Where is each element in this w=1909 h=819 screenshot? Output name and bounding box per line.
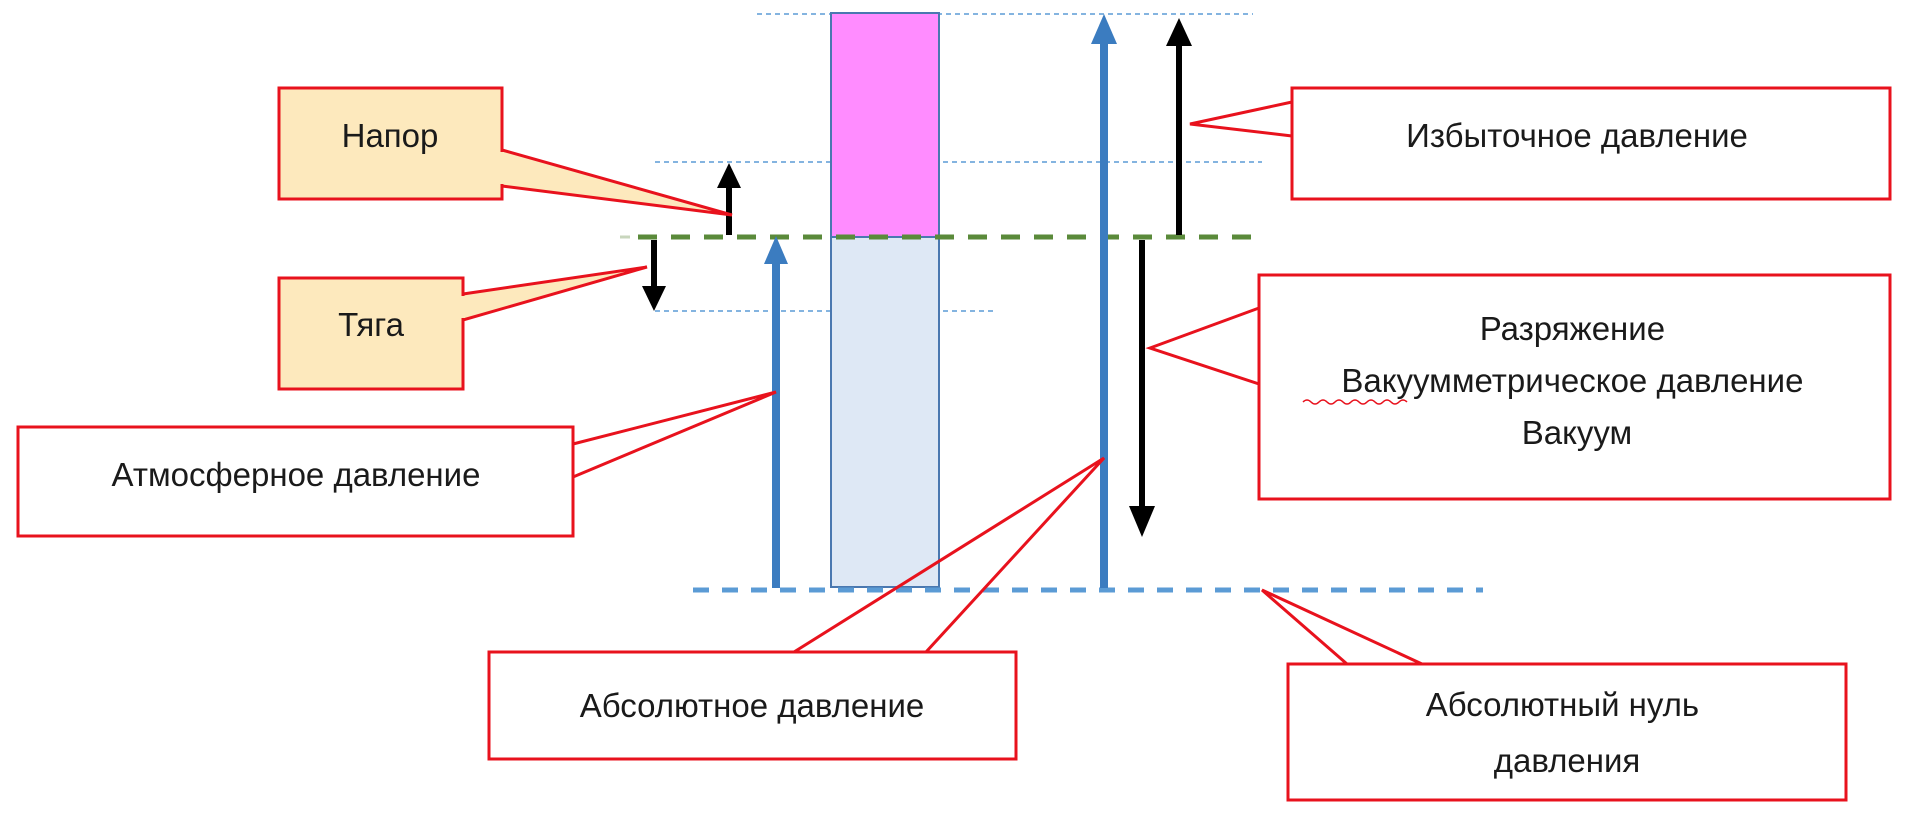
callout-absolute-zero-box xyxy=(1286,662,1848,802)
atmosphere-column xyxy=(830,236,940,588)
overpressure-column xyxy=(830,12,940,238)
callout-absolute-zero-line-1: Абсолютный нуль xyxy=(1426,686,1699,723)
callout-atmospheric-line: Атмосферное давление xyxy=(112,456,481,493)
callout-tyaga: Тяга xyxy=(277,265,648,391)
callout-vacuum-line-1: Разряжение xyxy=(1480,310,1665,347)
callout-atmospheric-text: Атмосферное давление xyxy=(112,456,481,493)
callout-absolute-zero-text: Абсолютный нуль давления xyxy=(1426,686,1709,779)
callout-tyaga-text: Тяга xyxy=(338,306,404,343)
callout-tyaga-box xyxy=(277,276,465,391)
callout-excess-text: Избыточное давление xyxy=(1406,117,1748,154)
callout-absolute-zero: Абсолютный нуль давления xyxy=(1261,588,1848,802)
callout-atmospheric: Атмосферное давление xyxy=(16,390,777,538)
callout-tyaga-line: Тяга xyxy=(338,306,404,343)
callout-excess-box xyxy=(1290,86,1892,201)
excess-pressure-arrow xyxy=(1166,18,1192,235)
callout-absolute-box xyxy=(487,650,1018,761)
callout-vacuum-box xyxy=(1257,273,1892,501)
callout-absolute: Абсолютное давление xyxy=(487,456,1106,761)
callout-napor-line: Напор xyxy=(342,117,439,154)
callout-excess-line: Избыточное давление xyxy=(1406,117,1748,154)
callout-tyaga-pointer xyxy=(461,265,648,322)
callout-excess: Избыточное давление xyxy=(1189,86,1892,201)
spellcheck-underline xyxy=(1302,399,1408,405)
callout-vacuum: Разряжение Вакуумметрическое давление Ва… xyxy=(1145,273,1892,501)
callout-absolute-pointer xyxy=(793,456,1106,654)
callout-absolute-text: Абсолютное давление xyxy=(580,687,925,724)
callout-vacuum-line-3: Вакуум xyxy=(1522,414,1633,451)
callout-atmospheric-box xyxy=(16,425,575,538)
callout-excess-pointer xyxy=(1189,100,1293,138)
callout-napor-pointer xyxy=(500,148,733,217)
callout-napor-box xyxy=(277,86,504,201)
callout-absolute-zero-line-2: давления xyxy=(1494,742,1641,779)
callout-napor: Напор xyxy=(277,86,733,217)
callout-vacuum-text: Разряжение Вакуумметрическое давление Ва… xyxy=(1341,310,1812,451)
vacuum-pressure-arrow xyxy=(1129,240,1155,537)
callout-absolute-zero-pointer xyxy=(1261,588,1423,666)
callout-vacuum-line-2: Вакуумметрическое давление xyxy=(1341,362,1803,399)
atmospheric-pressure-arrow xyxy=(764,236,788,588)
head-arrow xyxy=(717,163,741,235)
callout-vacuum-pointer xyxy=(1145,306,1260,386)
absolute-pressure-arrow xyxy=(1091,14,1117,588)
callout-atmospheric-pointer xyxy=(572,390,777,479)
draft-arrow xyxy=(642,240,666,311)
callout-absolute-line: Абсолютное давление xyxy=(580,687,925,724)
callout-napor-text: Напор xyxy=(342,117,439,154)
